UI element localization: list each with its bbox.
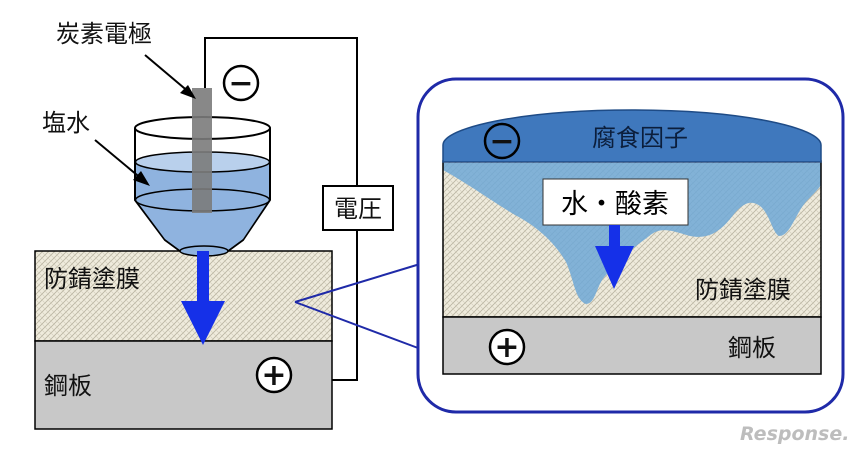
- carbon-electrode-label: 炭素電極: [56, 20, 152, 48]
- corrosive-factor-layer: [442, 109, 822, 163]
- minus-sign-right: −: [483, 122, 521, 160]
- steel-label-left: 鋼板: [44, 372, 92, 400]
- plus-sign-right: +: [488, 328, 526, 366]
- circuit-wire: [204, 37, 358, 381]
- minus-sign-left: −: [222, 64, 260, 102]
- svg-text:+: +: [261, 358, 286, 393]
- plus-sign-left: +: [255, 356, 293, 394]
- saltwater-pointer-arrow: [94, 139, 150, 186]
- svg-text:+: +: [494, 330, 519, 365]
- response-watermark: Response.: [740, 423, 849, 445]
- steel-label-right: 鋼板: [728, 334, 776, 362]
- carbon-electrode: [192, 88, 212, 213]
- water-penetration: [443, 163, 821, 304]
- svg-text:−: −: [228, 66, 253, 101]
- zoom-connector: [294, 263, 421, 349]
- water-oxygen-label: 水・酸素: [561, 189, 669, 220]
- penetration-arrow-left: [181, 251, 225, 345]
- coating-label-left: 防錆塗膜: [44, 265, 140, 293]
- saltwater-label: 塩水: [42, 109, 90, 137]
- corrosive-factor-label: 腐食因子: [592, 124, 688, 152]
- electrode-pointer-arrow: [144, 54, 196, 99]
- penetration-arrow-right: [595, 225, 634, 289]
- svg-text:−: −: [489, 124, 514, 159]
- water-oxygen-box: [542, 178, 689, 226]
- coating-layer-left: [34, 250, 333, 342]
- voltage-box: [322, 185, 394, 231]
- coating-label-right: 防錆塗膜: [695, 276, 791, 304]
- voltage-label: 電圧: [334, 195, 382, 223]
